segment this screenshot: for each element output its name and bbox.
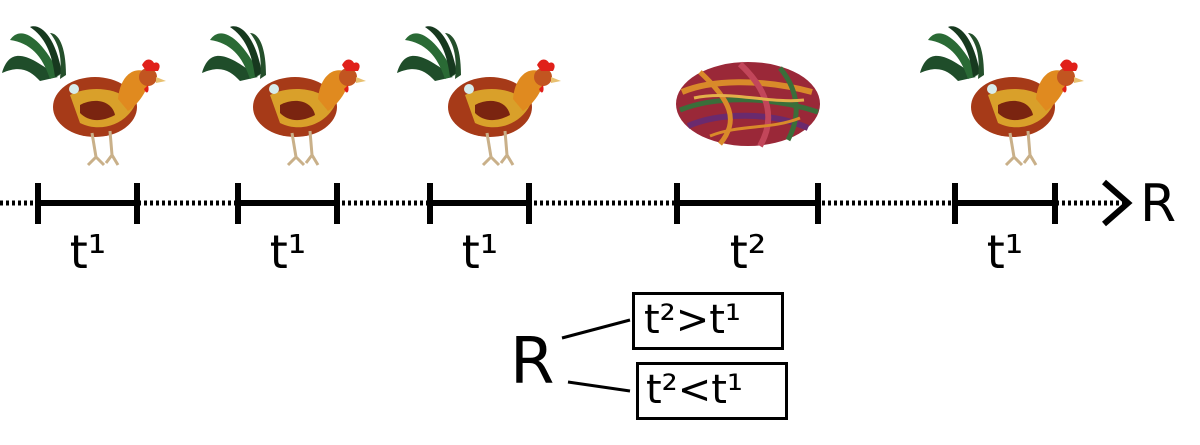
segment-2-label: t¹	[270, 225, 306, 279]
axis-arrow-icon	[1102, 179, 1133, 227]
segment-1	[35, 183, 140, 224]
segment-4-label: t²	[730, 225, 766, 279]
comparison-less-text: t²<t¹	[646, 367, 743, 413]
segment-4	[674, 183, 821, 224]
segment-3-label: t¹	[462, 225, 498, 279]
rooster-icon	[918, 24, 1086, 167]
relation-symbol: R	[510, 325, 555, 399]
comparison-box-greater	[632, 292, 784, 350]
comparison-greater-text: t²>t¹	[644, 297, 741, 343]
connector-line-upper	[561, 318, 631, 340]
rooster-icon	[200, 24, 368, 167]
segment-2	[235, 183, 340, 224]
segment-1-label: t¹	[70, 225, 106, 279]
segment-5-label: t¹	[987, 225, 1023, 279]
axis-label: R	[1140, 174, 1177, 234]
comparison-box-less	[636, 362, 788, 420]
rooster-icon	[0, 24, 168, 167]
connector-line-lower	[567, 380, 631, 393]
yarn-ball-icon	[676, 61, 820, 148]
rooster-icon	[395, 24, 563, 167]
segment-3	[427, 183, 532, 224]
segment-5	[952, 183, 1058, 224]
